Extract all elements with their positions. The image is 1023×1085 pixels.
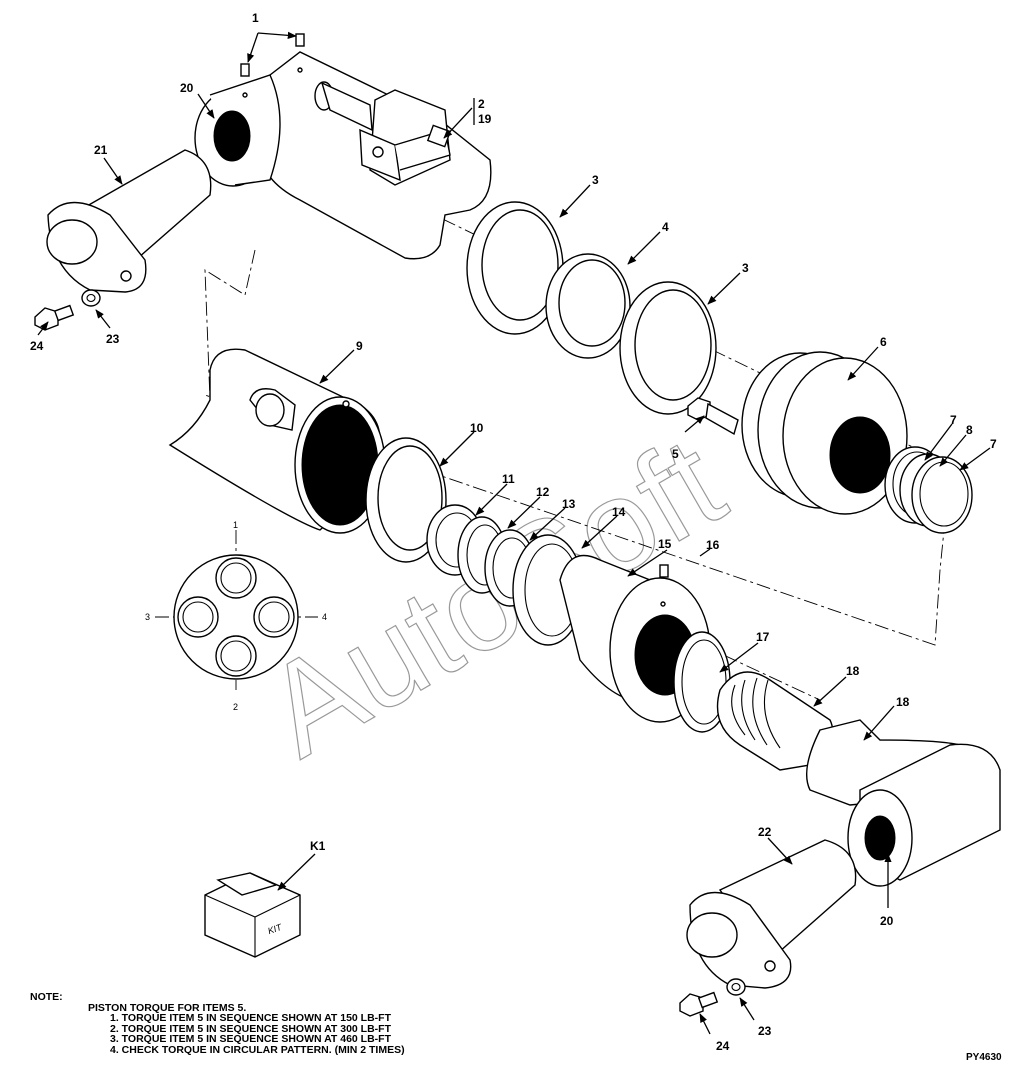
piston-bolt-5 [687, 397, 739, 436]
pin-21 [46, 149, 212, 293]
callout-4: 4 [662, 220, 669, 234]
callout-10: 10 [470, 421, 484, 435]
callout-7-first: 7 [950, 413, 957, 427]
cylinder-head-9 [168, 348, 386, 534]
cylinder-tube [194, 51, 492, 260]
note-heading: NOTE: [30, 991, 63, 1003]
kit-box-label: KIT [266, 921, 284, 936]
drawing-code: PY4630 [966, 1052, 1002, 1063]
piston-6 [741, 351, 908, 515]
torque-sequence-diagram: 1 2 3 4 [145, 520, 327, 712]
seal-ring-3a [466, 201, 564, 335]
sequence-label-top: 1 [233, 520, 238, 530]
callout-11: 11 [502, 472, 515, 486]
leader-lines [37, 31, 991, 1035]
callout-16: 16 [706, 538, 720, 552]
callout-2: 2 [478, 97, 485, 111]
callout-18-second: 18 [896, 695, 910, 709]
callout-18-first: 18 [846, 664, 860, 678]
sequence-label-bottom: 2 [233, 702, 238, 712]
callout-19: 19 [478, 112, 492, 126]
note-line: 3. TORQUE ITEM 5 IN SEQUENCE SHOWN AT 46… [110, 1033, 392, 1045]
callout-14: 14 [612, 505, 626, 519]
callout-12: 12 [536, 485, 550, 499]
kit-box: KIT [204, 872, 301, 958]
piston-rings-7-8-7 [884, 446, 973, 534]
callout-23-bottom: 23 [758, 1024, 772, 1038]
callout-15: 15 [658, 537, 672, 551]
rod-eye-housing [847, 743, 1001, 887]
note-line: 1. TORQUE ITEM 5 IN SEQUENCE SHOWN AT 15… [110, 1012, 392, 1024]
callout-21: 21 [94, 143, 108, 157]
note-line: 2. TORQUE ITEM 5 IN SEQUENCE SHOWN AT 30… [110, 1022, 392, 1035]
sequence-label-right: 4 [322, 612, 327, 622]
callout-23-top: 23 [106, 332, 120, 346]
callout-22: 22 [758, 825, 772, 839]
callout-7-second: 7 [990, 437, 997, 451]
callout-labels: 1 2 19 20 21 3 4 3 6 24 23 9 10 5 7 8 7 … [30, 11, 997, 1053]
callout-5: 5 [672, 447, 679, 461]
rod-18 [716, 671, 962, 806]
setscrew-16 [659, 564, 669, 578]
bolt-washer-bottom [679, 978, 746, 1017]
callout-8: 8 [966, 423, 973, 437]
torque-note: NOTE: PISTON TORQUE FOR ITEMS 5. 1. TORQ… [30, 992, 550, 1055]
tube-bushing-bore [213, 110, 251, 162]
callout-9: 9 [356, 339, 363, 353]
pin-22 [686, 839, 857, 989]
note-line: PISTON TORQUE FOR ITEMS 5. [88, 1001, 247, 1014]
callout-3-second: 3 [742, 261, 749, 275]
callout-20-top: 20 [180, 81, 194, 95]
callout-k1: K1 [310, 839, 326, 853]
callout-1: 1 [252, 11, 259, 25]
seal-10 [365, 437, 447, 563]
callout-24-bottom: 24 [716, 1039, 730, 1053]
callout-24-top: 24 [30, 339, 44, 353]
grease-fittings [240, 33, 305, 98]
sequence-label-left: 3 [145, 612, 150, 622]
seal-ring-3b [619, 281, 717, 415]
callout-6: 6 [880, 335, 887, 349]
bolt-washer-top [34, 289, 101, 331]
note-line: 4. CHECK TORQUE IN CIRCULAR PATTERN. (MI… [110, 1043, 405, 1056]
seal-ring-4 [545, 253, 631, 359]
callout-17: 17 [756, 630, 770, 644]
callout-3-first: 3 [592, 173, 599, 187]
callout-13: 13 [562, 497, 576, 511]
callout-20-bottom: 20 [880, 914, 894, 928]
